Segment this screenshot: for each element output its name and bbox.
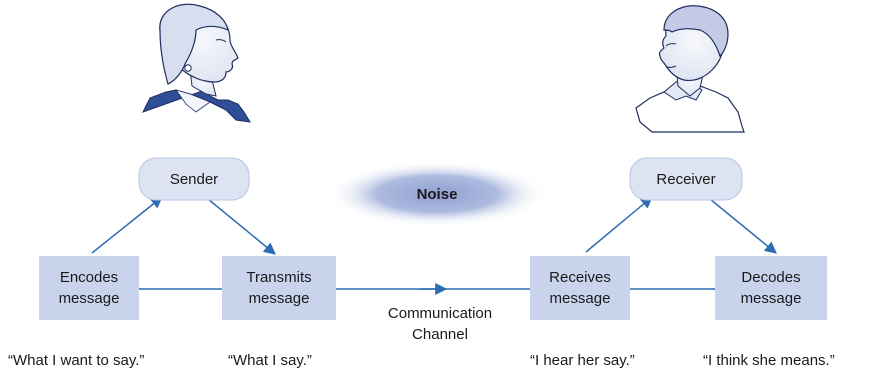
channel-label: Communication Channel: [387, 305, 493, 343]
encodes-box: [39, 256, 139, 320]
arrow-encodes-to-sender: [91, 196, 163, 254]
receiver-figure-icon: [635, 5, 745, 133]
sender-label: Sender: [169, 170, 219, 188]
decodes-box: [715, 256, 827, 320]
sender-figure-icon: [141, 3, 251, 123]
quote-decodes: “I think she means.”: [703, 352, 835, 369]
transmits-label: Transmits message: [246, 269, 312, 307]
receives-box: [530, 256, 630, 320]
noise-label: Noise: [416, 185, 458, 203]
quote-transmits: “What I say.”: [228, 352, 312, 369]
quote-encodes: “What I want to say.”: [8, 352, 145, 369]
arrow-receives-to-receiver: [585, 196, 653, 253]
quote-receives: “I hear her say.”: [530, 352, 635, 369]
decodes-label: Decodes message: [740, 269, 802, 307]
noise-cloud: [327, 161, 547, 227]
receiver-label: Receiver: [656, 170, 716, 188]
sender-pill: [138, 157, 250, 201]
arrow-receiver-to-decodes: [709, 198, 777, 254]
receives-label: Receives message: [549, 269, 611, 307]
encodes-label: Encodes message: [58, 269, 120, 307]
arrow-sender-to-transmits: [207, 198, 276, 255]
transmits-box: [222, 256, 336, 320]
receiver-pill: [629, 157, 743, 201]
